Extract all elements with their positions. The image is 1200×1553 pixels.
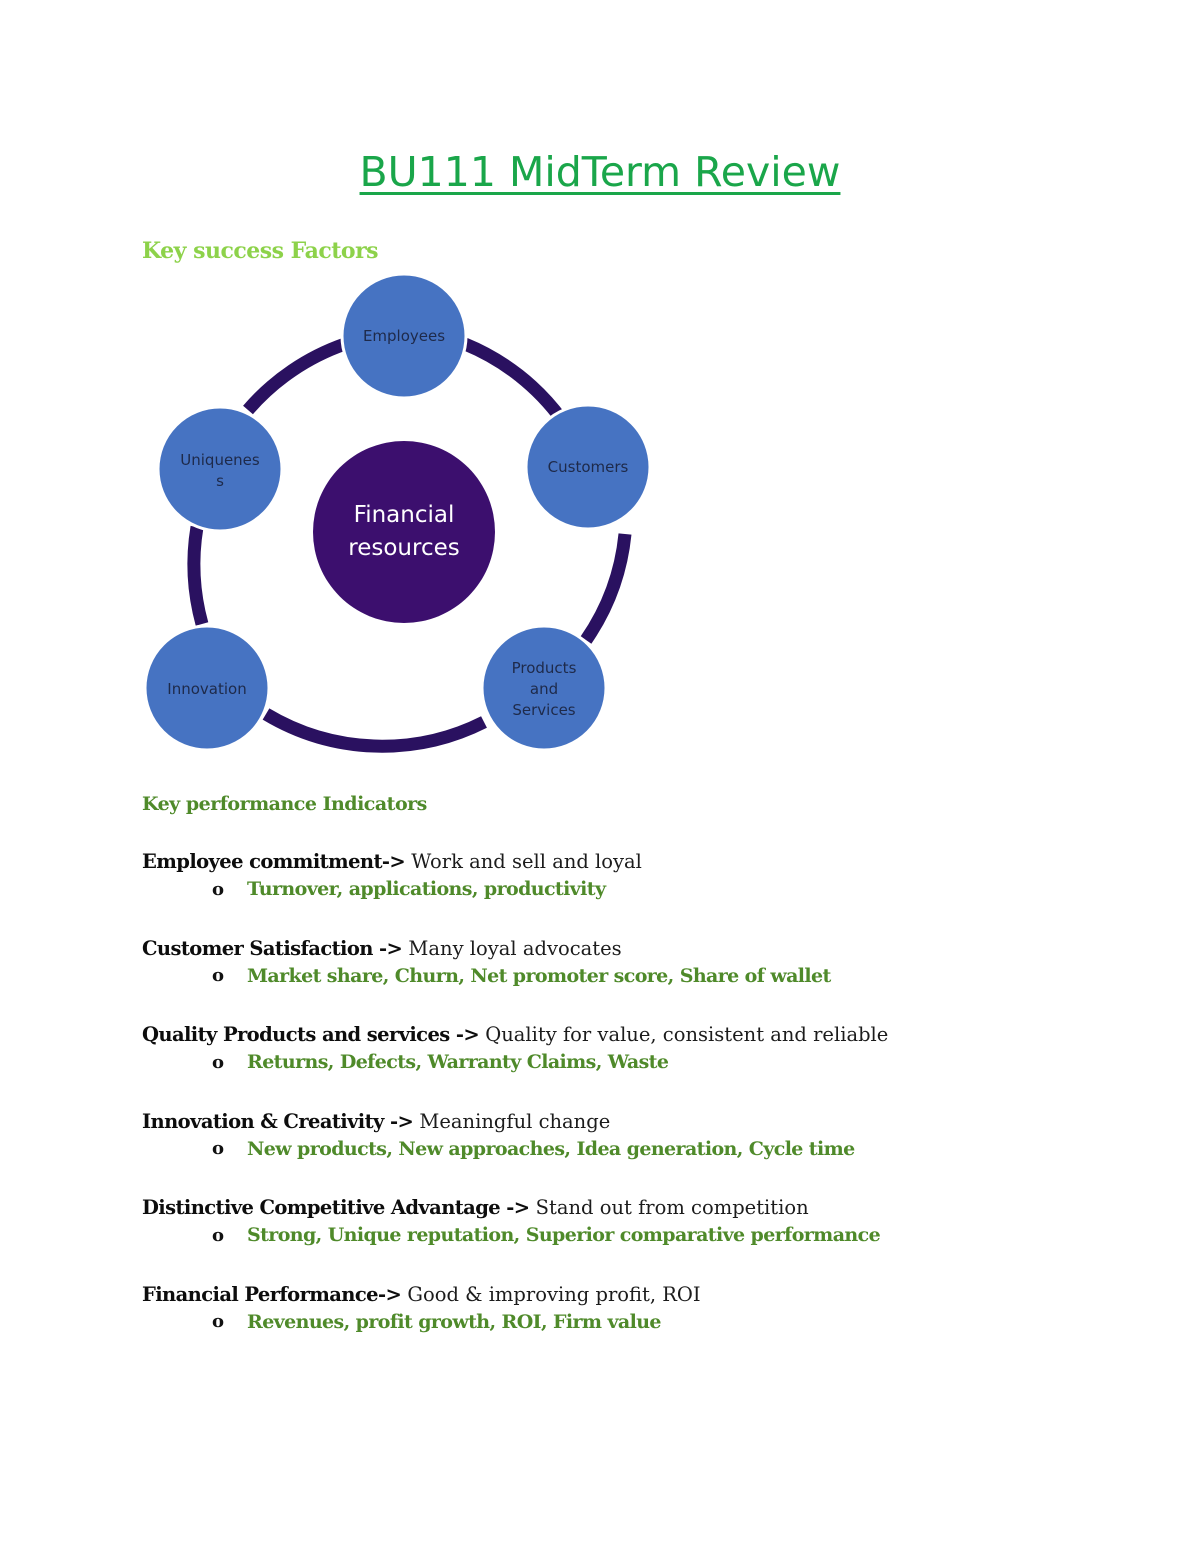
kpi-line: Employee commitment-> Work and sell and … [142, 848, 1142, 876]
bullet-marker: o [212, 878, 225, 900]
key-success-factors-heading: Key success Factors [142, 238, 379, 264]
node-products-label-line-3: Services [512, 701, 575, 719]
kpi-metric-row: o Strong, Unique reputation, Superior com… [142, 1224, 1142, 1246]
page-title: BU111 MidTerm Review [359, 148, 841, 196]
node-products-and-services: Products and Services [480, 624, 608, 752]
bullet-marker: o [212, 965, 225, 986]
kpi-metrics: Strong, Unique reputation, Superior comp… [247, 1224, 881, 1246]
kpi-description: Quality for value, consistent and reliab… [479, 1023, 889, 1046]
kpi-description: Many loyal advocates [402, 936, 622, 960]
node-employees: Employees [340, 272, 468, 400]
bullet-marker: o [212, 1224, 225, 1246]
kpi-metric-row: o Returns, Defects, Warranty Claims, Wast… [142, 1051, 1142, 1073]
node-products-label-line-2: and [530, 680, 558, 698]
kpi-metrics: Turnover, applications, productivity [247, 878, 606, 900]
kpi-item: Quality Products and services -> Quality… [142, 1021, 1142, 1108]
bullet-marker: o [212, 1138, 225, 1159]
kpi-line: Quality Products and services -> Quality… [142, 1021, 1142, 1049]
kpi-item: Customer Satisfaction -> Many loyal advo… [142, 935, 1142, 1022]
kpi-term: Financial Performance-> [142, 1282, 402, 1306]
node-innovation: Innovation [143, 624, 271, 752]
kpi-metric-row: o New products, New approaches, Idea gene… [142, 1138, 1142, 1160]
bullet-marker: o [212, 1051, 225, 1073]
kpi-metrics: Market share, Churn, Net promoter score,… [247, 964, 831, 987]
kpi-line: Financial Performance-> Good & improving… [142, 1281, 1142, 1309]
kpi-term: Employee commitment-> [142, 850, 406, 873]
kpi-term: Quality Products and services -> [142, 1023, 480, 1046]
bullet-marker: o [212, 1311, 225, 1332]
success-factors-cycle: Financial resources Employees Customers … [143, 272, 652, 753]
key-performance-indicators-heading: Key performance Indicators [142, 793, 427, 815]
ring-arc-employees-customers [462, 337, 568, 424]
kpi-line: Distinctive Competitive Advantage -> Sta… [142, 1194, 1142, 1222]
financial-resources-center: Financial resources [313, 441, 495, 623]
success-factors-diagram: Financial resources Employees Customers … [140, 272, 660, 762]
ring-arc-customers-products [580, 533, 632, 644]
kpi-metric-row: o Market share, Churn, Net promoter score… [142, 965, 1142, 987]
node-customers: Customers [524, 403, 652, 531]
kpi-metric-row: o Revenues, profit growth, ROI, Firm valu… [142, 1311, 1142, 1333]
kpi-line: Innovation & Creativity -> Meaningful ch… [142, 1108, 1142, 1136]
ring-arc-innovation-uniqueness [187, 525, 209, 626]
kpi-metrics: New products, New approaches, Idea gener… [247, 1137, 855, 1160]
node-uniqueness-label-line-1: Uniquenes [180, 451, 260, 469]
kpi-metrics: Returns, Defects, Warranty Claims, Waste [247, 1051, 669, 1073]
ring-arc-products-innovation [262, 708, 487, 753]
kpi-description: Work and sell and loyal [405, 850, 642, 873]
kpi-metric-row: o Turnover, applications, productivity [142, 878, 1142, 900]
kpi-term: Innovation & Creativity -> [142, 1109, 414, 1133]
kpi-description: Meaningful change [413, 1109, 611, 1133]
kpi-term: Customer Satisfaction -> [142, 936, 403, 960]
ring-arc-uniqueness-employees [243, 337, 348, 415]
node-uniqueness: Uniquenes s [156, 405, 284, 533]
kpi-metrics: Revenues, profit growth, ROI, Firm value [247, 1310, 662, 1333]
center-label-line-2: resources [348, 535, 459, 561]
node-innovation-label: Innovation [167, 680, 246, 698]
center-label-line-1: Financial [354, 502, 455, 528]
node-customers-label: Customers [548, 458, 629, 476]
kpi-item: Innovation & Creativity -> Meaningful ch… [142, 1108, 1142, 1195]
kpi-list: Employee commitment-> Work and sell and … [142, 848, 1142, 1367]
node-products-label-line-1: Products [512, 659, 577, 677]
kpi-description: Good & improving profit, ROI [401, 1282, 701, 1306]
kpi-line: Customer Satisfaction -> Many loyal advo… [142, 935, 1142, 963]
kpi-item: Financial Performance-> Good & improving… [142, 1281, 1142, 1368]
kpi-description: Stand out from competition [529, 1196, 809, 1219]
kpi-item: Distinctive Competitive Advantage -> Sta… [142, 1194, 1142, 1281]
node-uniqueness-label-line-2: s [216, 472, 224, 490]
node-employees-label: Employees [363, 327, 445, 345]
kpi-item: Employee commitment-> Work and sell and … [142, 848, 1142, 935]
kpi-term: Distinctive Competitive Advantage -> [142, 1196, 530, 1219]
